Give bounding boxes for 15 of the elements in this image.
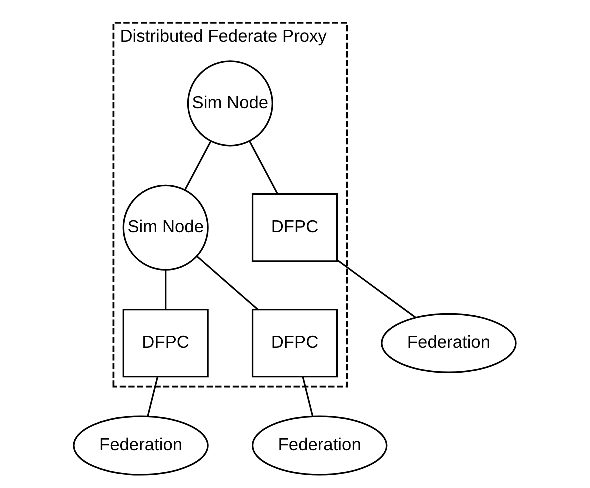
connector: [337, 260, 416, 318]
connector: [184, 141, 212, 191]
node-box: DFPC: [252, 309, 338, 378]
connector: [147, 377, 158, 417]
connector: [196, 256, 259, 310]
node-circle: Sim Node: [122, 184, 209, 271]
node-circle: Sim Node: [187, 60, 274, 147]
connector: [165, 270, 167, 310]
node-box: DFPC: [122, 309, 209, 378]
node-box: DFPC: [252, 194, 338, 262]
connector: [302, 377, 314, 417]
connector: [249, 141, 279, 195]
node-ellipse: Federation: [381, 313, 517, 374]
node-ellipse: Federation: [73, 416, 209, 476]
node-ellipse: Federation: [252, 416, 388, 476]
